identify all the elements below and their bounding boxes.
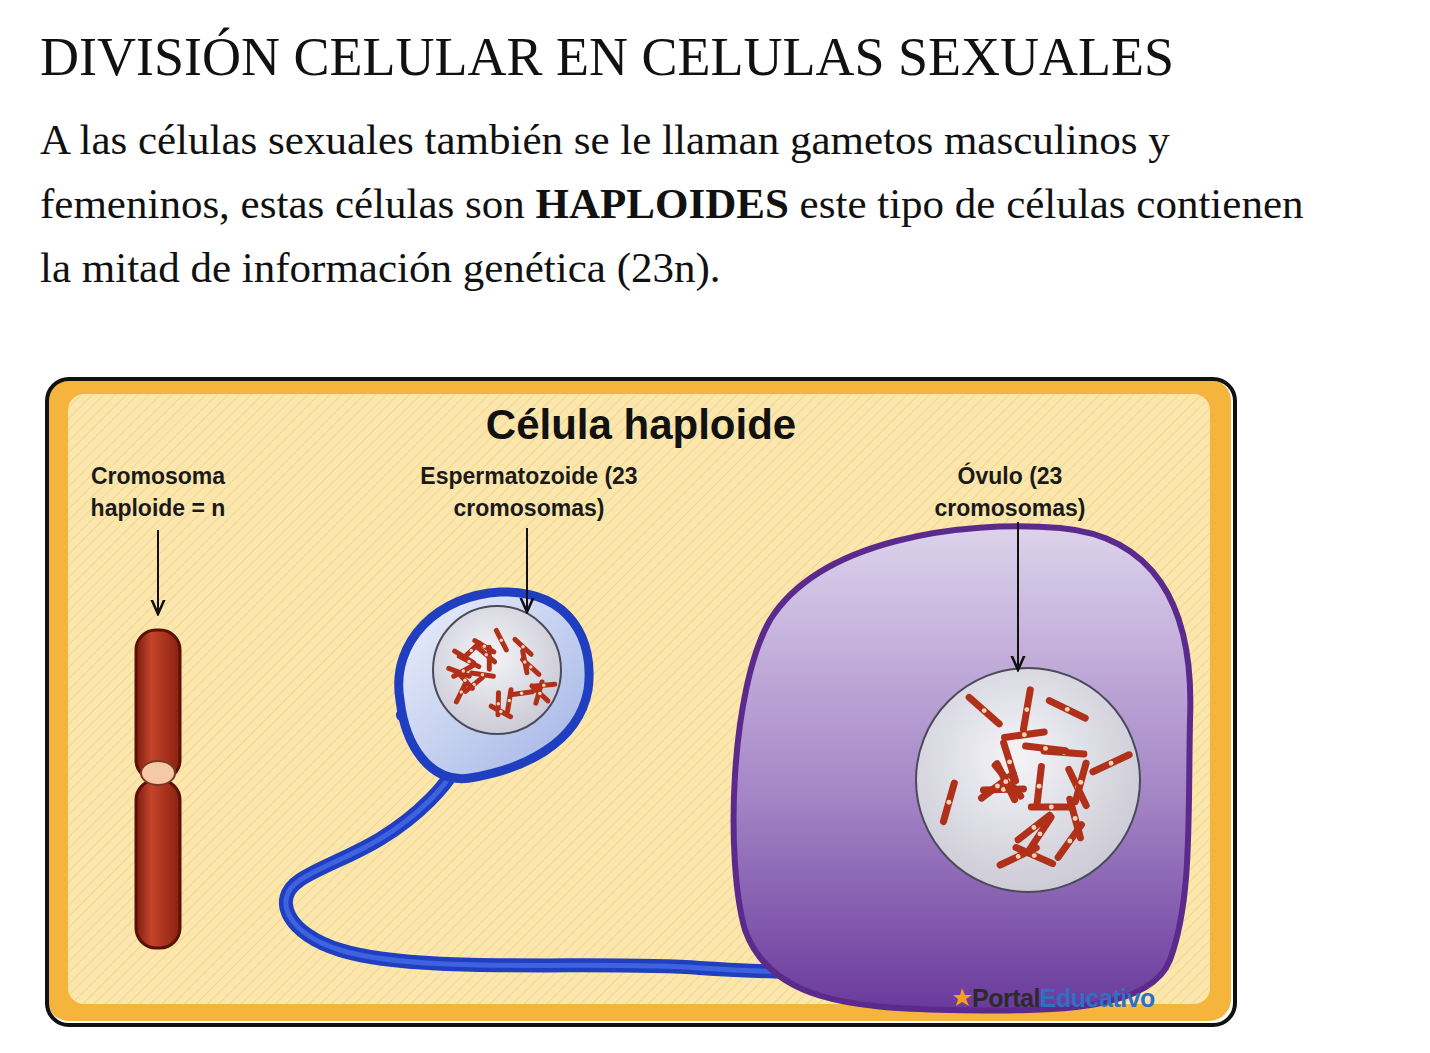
logo: PortalEducativo: [972, 984, 1155, 1013]
panel-heading: Célula haploide: [49, 401, 1233, 449]
centromere-dot: [982, 708, 987, 713]
centromere-dot: [529, 665, 533, 669]
centromere-dot: [1067, 839, 1072, 844]
page-title: DIVISIÓN CELULAR EN CELULAS SEXUALES: [40, 26, 1174, 88]
centromere-dot: [1024, 707, 1029, 712]
centromere-dot: [520, 692, 524, 696]
centromere-dot: [542, 683, 546, 687]
centromere-dot: [481, 673, 485, 677]
centromere-dot: [1032, 853, 1037, 858]
panel-ground: [47, 379, 1231, 1021]
centromere-dot: [485, 653, 489, 657]
chromosome-rod: [1031, 803, 1071, 810]
centromere-dot: [508, 699, 512, 703]
logo-text: Educativo: [1040, 984, 1155, 1012]
centromere-dot: [1073, 816, 1078, 821]
centromere-dot: [523, 660, 527, 664]
chromosome-rod: [969, 697, 999, 723]
centromere-dot: [1003, 779, 1008, 784]
chromosome-rod: [1070, 799, 1081, 838]
centromere-dot: [1109, 761, 1114, 766]
centromere-dot: [483, 645, 487, 649]
centromere-dot: [538, 692, 542, 696]
chromosome-rod: [1004, 743, 1016, 781]
centromere-dot: [521, 645, 525, 649]
ovum-cell: [734, 526, 1191, 1010]
chromosome-rod: [1075, 763, 1086, 802]
chromosome-rod: [478, 648, 495, 662]
chromosome-rod: [1037, 766, 1042, 806]
chromosome-rods: [449, 630, 1129, 865]
centromere-dot: [995, 784, 1000, 789]
centromere-dot: [462, 669, 466, 673]
chromosome-rod: [1018, 815, 1050, 839]
leader-line: [526, 528, 528, 612]
chromosome-label: Cromosoma haploide = n: [63, 460, 253, 524]
centromere-dot: [1078, 780, 1083, 785]
chromosome-rod: [533, 684, 555, 686]
chromosome-rod: [511, 692, 533, 695]
leader-line: [157, 530, 159, 614]
chromosome-rod: [1093, 755, 1129, 772]
chromosome-rod: [1026, 746, 1066, 751]
chromosome-rod: [456, 682, 466, 702]
centromere-dot: [1043, 746, 1048, 751]
chromosome-rod: [1023, 690, 1030, 729]
centromere-dot: [1038, 831, 1043, 836]
chromosome-rod: [458, 672, 473, 688]
chromosome-rod: [532, 686, 548, 701]
centromere-dot: [1065, 707, 1070, 712]
centromere-dot: [1022, 732, 1027, 737]
chromosome-rod: [943, 783, 954, 821]
chromosome-rod: [472, 673, 494, 676]
centromere-dot: [1007, 759, 1012, 764]
bold-term: HAPLOIDES: [536, 180, 789, 227]
ovum-label: Óvulo (23 cromosomas): [885, 460, 1135, 524]
centromere-dot: [460, 690, 464, 694]
centromere-dot: [500, 638, 504, 642]
sperm-label: Espermatozoide (23 cromosomas): [404, 460, 654, 524]
centromere-dot: [467, 660, 471, 664]
chromosome-rod: [1049, 701, 1085, 719]
intro-paragraph: A las células sexuales también se le lla…: [40, 108, 1320, 300]
chromosome-rod: [1005, 732, 1045, 737]
centromere-dot: [497, 702, 501, 706]
centromere-dot: [1049, 805, 1054, 810]
centromere-dot: [463, 679, 467, 683]
centromere-dot: [470, 649, 474, 653]
logo-star: [953, 988, 972, 1006]
centromere-dot: [946, 800, 951, 805]
centromere-dot: [1016, 854, 1021, 859]
centromere-dot: [1031, 825, 1036, 830]
centromere-dot: [499, 710, 503, 714]
chromosome-rod: [496, 630, 506, 650]
chromosome-rod: [523, 651, 527, 673]
leader-line: [1017, 522, 1019, 670]
chromosome-rod: [508, 690, 511, 712]
logo-text: Portal: [972, 984, 1040, 1012]
chromosome: [136, 630, 180, 948]
centromere-dot: [1037, 784, 1042, 789]
